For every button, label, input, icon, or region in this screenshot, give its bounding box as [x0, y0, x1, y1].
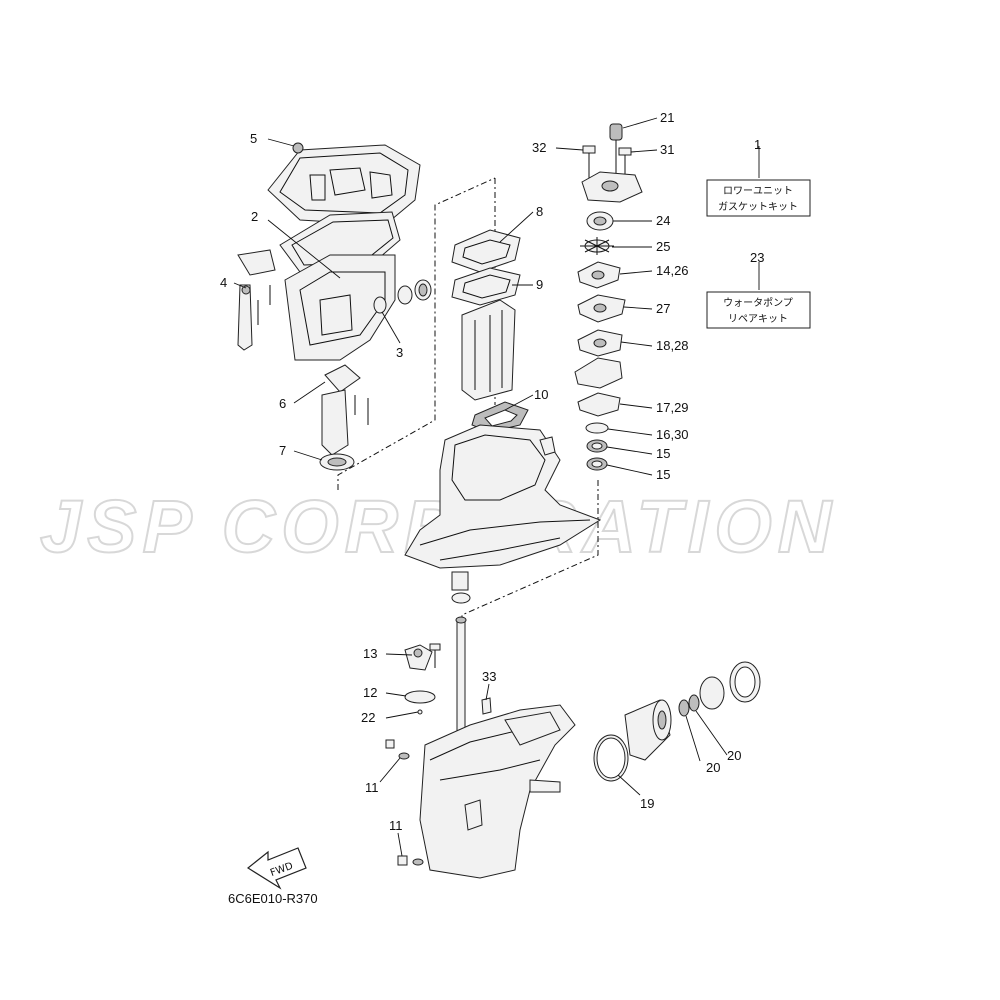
- callout-9: 9: [536, 277, 543, 292]
- pin-22: [417, 709, 423, 715]
- callout-15b: 15: [656, 467, 670, 482]
- part-6-plate: [324, 364, 361, 393]
- callout-7: 7: [279, 443, 286, 458]
- callout-3: 3: [396, 345, 403, 360]
- upper-casing: [284, 254, 396, 361]
- gasket-17-29: [577, 392, 621, 417]
- o-ring-12: [404, 690, 436, 704]
- leader-lines: [233, 117, 760, 857]
- callout-11a: 11: [365, 780, 379, 795]
- seal-20a: [678, 699, 690, 717]
- gasket-9: [451, 267, 521, 306]
- pump-case-plate: [574, 357, 623, 389]
- lower-case-assembly: [385, 616, 576, 879]
- kit-box-lower-unit-gasket: 1 ロワーユニット ガスケットキット: [706, 137, 811, 217]
- drain-screw-11a: [385, 739, 410, 760]
- callout-5: 5: [250, 131, 257, 146]
- callout-10: 10: [534, 387, 548, 402]
- part-6-pipe: [321, 389, 349, 456]
- gasket-8: [451, 229, 521, 273]
- part-3-bushing: [373, 296, 387, 314]
- callout-6: 6: [279, 396, 286, 411]
- callout-19: 19: [640, 796, 654, 811]
- drive-shaft-housing-parts: [319, 364, 369, 471]
- callout-16-30: 16,30: [656, 427, 689, 442]
- kit-label-23-line2: リペアキット: [728, 314, 788, 325]
- callout-15a: 15: [656, 446, 670, 461]
- part-5-washer: [292, 142, 304, 154]
- drain-screw-11b: [397, 855, 424, 866]
- part-21: [609, 123, 623, 141]
- callout-20b: 20: [727, 748, 741, 763]
- upper-casing-assembly: [237, 142, 432, 361]
- o-ring-16-30: [585, 422, 609, 434]
- kit-number-1: 1: [754, 137, 761, 152]
- callout-18-28: 18,28: [656, 338, 689, 353]
- callout-33: 33: [482, 669, 496, 684]
- yamaha-emblem: [464, 799, 483, 831]
- callout-11b: 11: [389, 818, 403, 833]
- callout-4: 4: [220, 275, 227, 290]
- clip-33: [481, 697, 492, 715]
- water-tube: [237, 284, 253, 351]
- exhaust-guide: [461, 299, 516, 401]
- upper-case-body: [404, 424, 602, 604]
- water-pump-assembly: [574, 123, 643, 471]
- callout-13: 13: [363, 646, 377, 661]
- prop-shaft-housing-assembly: [593, 661, 761, 782]
- callout-27: 27: [656, 301, 670, 316]
- callout-24: 24: [656, 213, 670, 228]
- callout-12: 12: [363, 685, 377, 700]
- kit-number-23: 23: [750, 250, 764, 265]
- callout-2: 2: [251, 209, 258, 224]
- kit-label-1-line1: ロワーユニット: [723, 186, 793, 197]
- part-32-bolt: [582, 145, 596, 178]
- callout-17-29: 17,29: [656, 400, 689, 415]
- kit-label-23-line1: ウォータポンプ: [723, 297, 793, 309]
- callout-20a: 20: [706, 760, 720, 775]
- callout-22: 22: [361, 710, 375, 725]
- kit-label-1-line2: ガスケットキット: [718, 201, 798, 213]
- callout-25: 25: [656, 239, 670, 254]
- part-25-impeller: [580, 237, 614, 255]
- drive-shaft: [456, 619, 466, 736]
- callout-31: 31: [660, 142, 674, 157]
- callout-32: 32: [532, 140, 546, 155]
- callout-21: 21: [660, 110, 674, 125]
- callout-8: 8: [536, 204, 543, 219]
- kit-box-water-pump-repair: 23 ウォータポンプ リペアキット: [706, 250, 811, 329]
- seal-20b: [688, 694, 700, 712]
- figure-code: 6C6E010-R370: [228, 891, 318, 906]
- callout-14-26: 14,26: [656, 263, 689, 278]
- fwd-arrow: FWD: [246, 847, 307, 890]
- part-13-housing: [404, 643, 441, 671]
- callout-labels: 5 2 4 3 6 7 8 9 10 21 32 31 24 25 14,26 …: [220, 110, 741, 833]
- exhaust-guide-assembly: [451, 229, 529, 433]
- exhaust-plate: [267, 144, 421, 226]
